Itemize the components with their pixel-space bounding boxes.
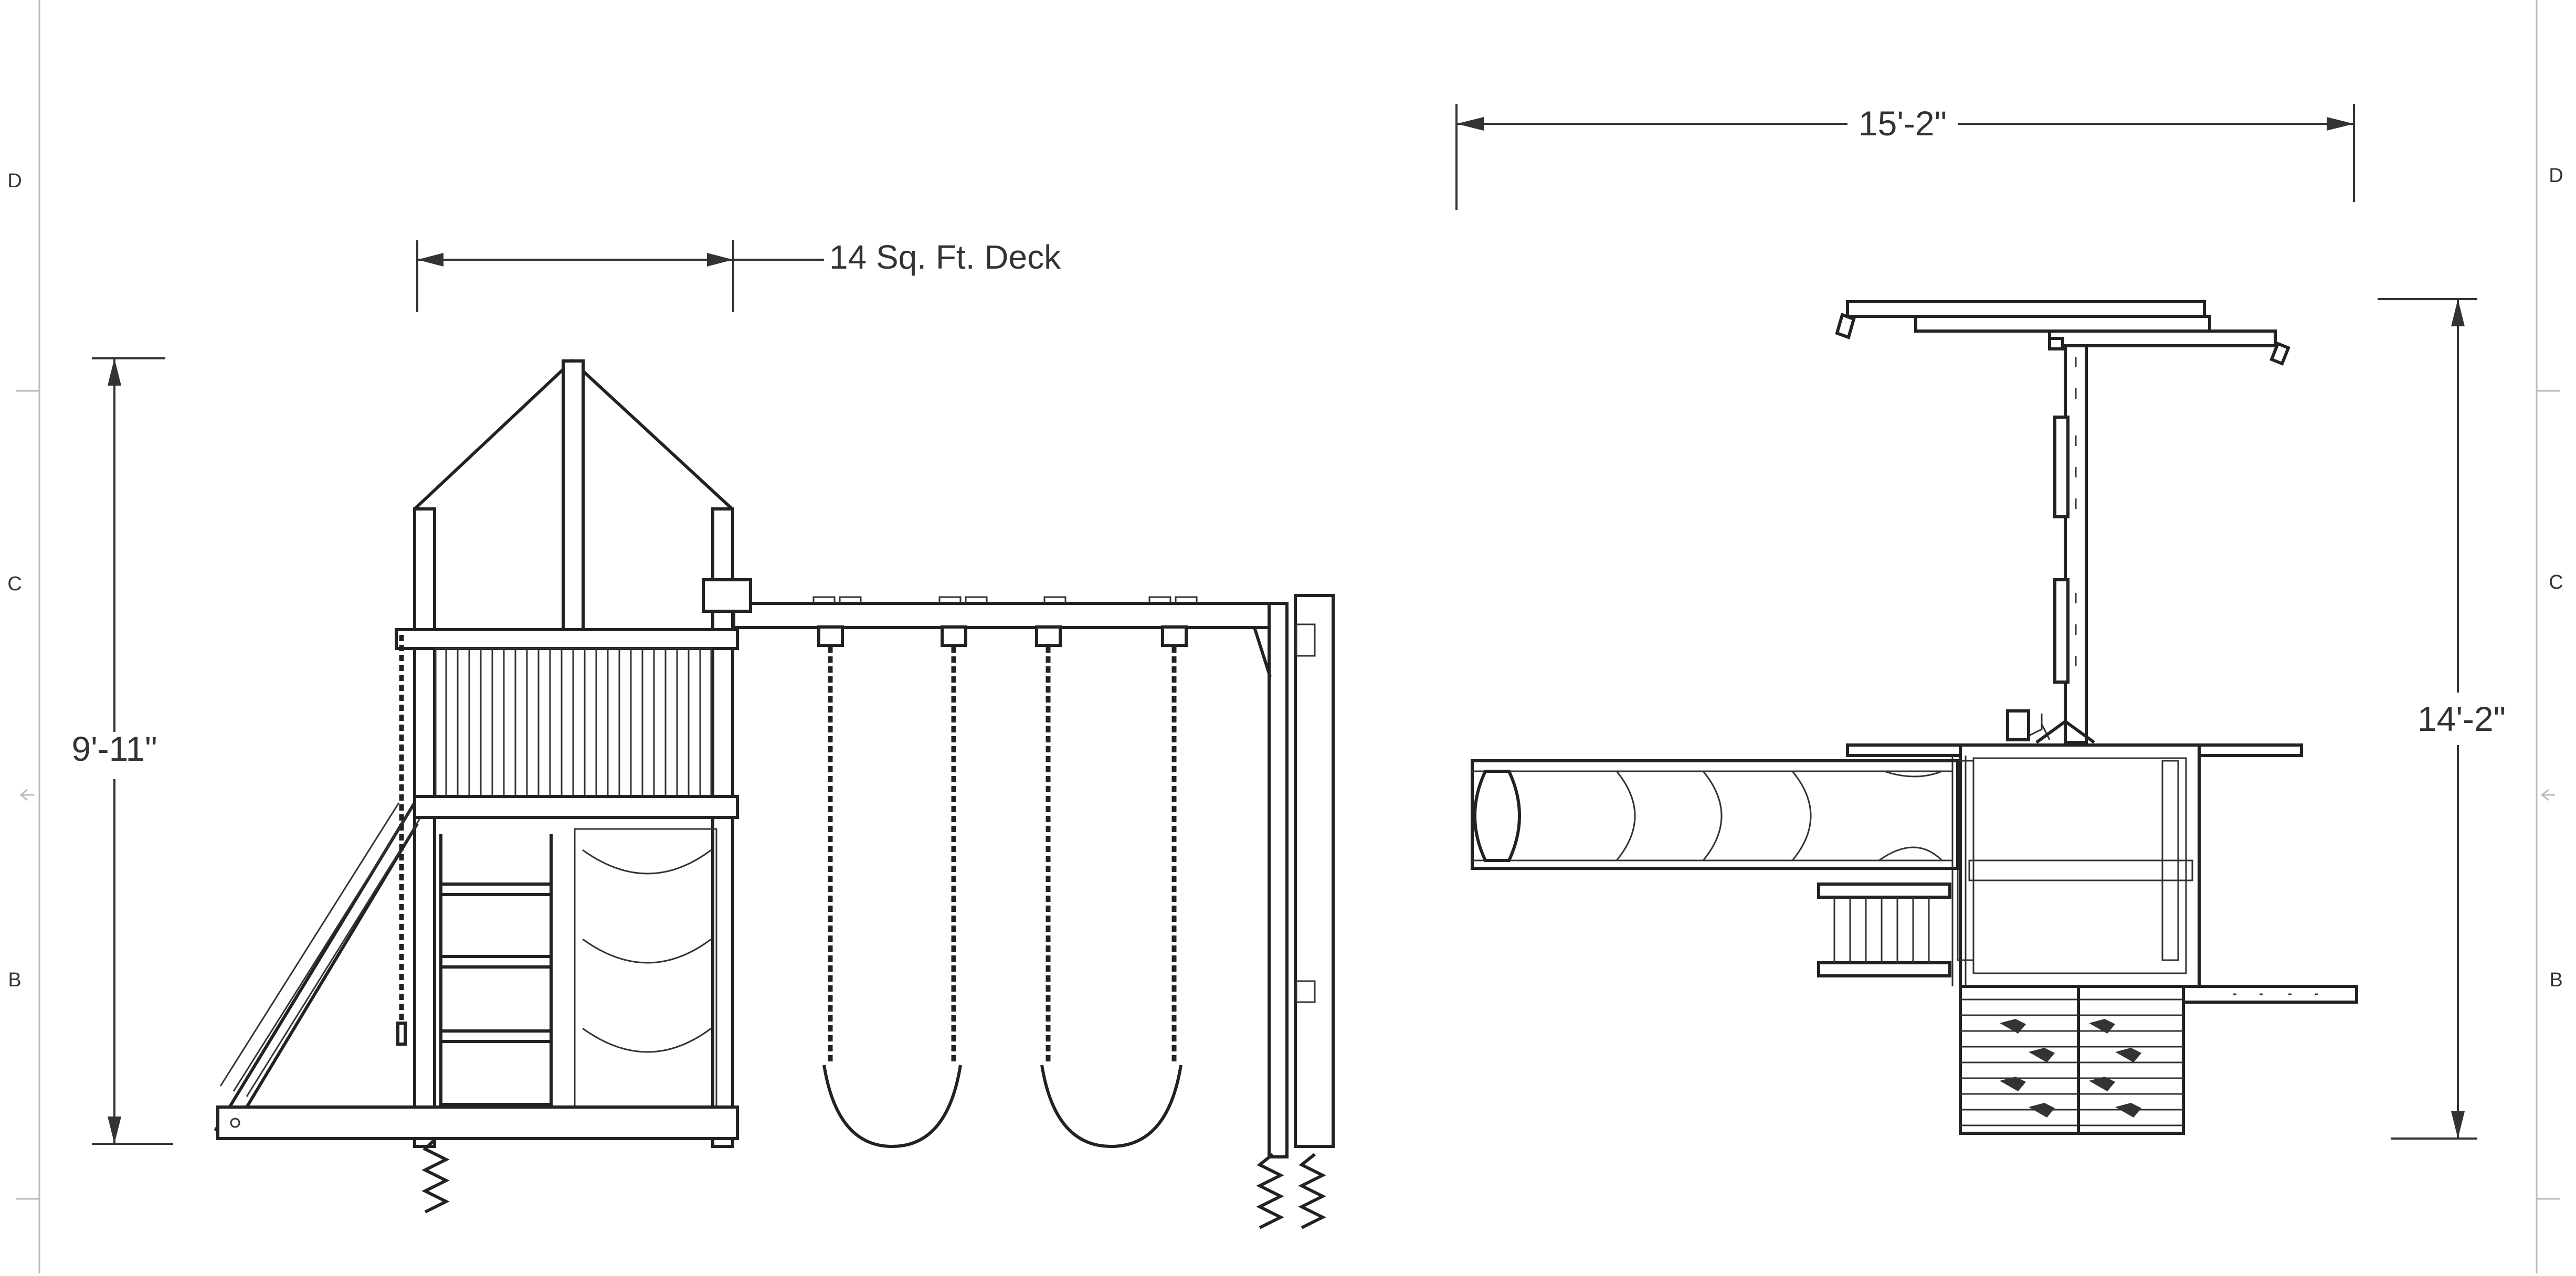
plan-a-frame-top [1846,300,2206,318]
top-width-label: 15'-2" [1859,104,1947,143]
top-depth-label: 14'-2" [2417,699,2506,738]
a-frame-leg-2 [1294,594,1335,1148]
swing-beam [732,602,1286,629]
plan-view: 15'-2" 14'-2" [1455,104,2506,1140]
grid-row-right-d: D [2549,165,2563,187]
plan-tower-deck [1959,743,2201,988]
a-frame-leg-1 [1268,602,1289,1158]
swing-2 [1040,646,1183,1149]
base-skid [216,1105,739,1140]
deck-dimension-line [416,240,824,312]
grid-row-left-c: C [7,573,22,595]
tower-post-left [413,507,436,1148]
grid-row-right-b: B [2549,969,2562,991]
ground-anchor-3 [1298,1153,1326,1229]
climbing-wall [214,635,421,1134]
side-height-dimension-line [92,357,173,1145]
plan-tube-slide [1471,759,1959,870]
ground-anchor-1 [421,1137,450,1214]
plan-side-rail [2182,985,2358,1004]
railing-slats [435,647,712,798]
swing-1 [822,646,962,1149]
deck-beam [413,795,739,819]
top-depth-dimension-line [2378,298,2477,1140]
tower-ladder [439,834,553,1116]
top-width-dimension-line [1455,104,2355,210]
side-elevation-view: 14 Sq. Ft. Deck 9'-11" [71,238,1335,1229]
plan-rock-wall [1959,985,2185,1135]
grid-row-left-d: D [7,170,22,192]
tower-top-rail [395,628,739,650]
grid-row-right-c: C [2549,571,2563,593]
plan-ladder [1817,882,1951,977]
grid-row-left-b: B [8,969,21,991]
side-height-label: 9'-11" [71,729,157,768]
ground-anchor-2 [1256,1153,1284,1229]
deck-area-label: 14 Sq. Ft. Deck [829,238,1061,276]
sheet-border [16,0,2560,1273]
roof-center-post [562,359,585,635]
side-slide [574,828,717,1124]
